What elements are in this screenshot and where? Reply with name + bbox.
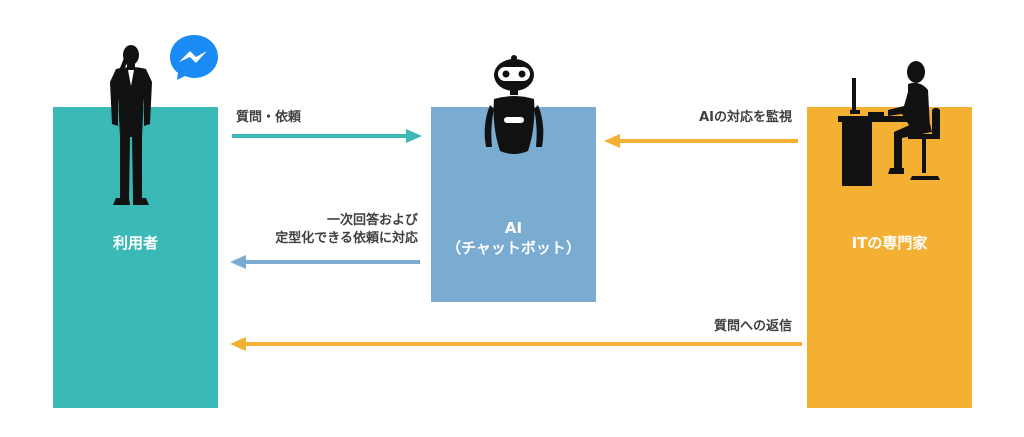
expert-reply-arrow [230,337,802,351]
monitor-arrow [604,134,798,148]
monitor-label: AIの対応を監視 [699,110,792,125]
ai-label-line1: AI [504,219,523,237]
expert-label: ITの専門家 [851,234,928,252]
businessman-on-phone-icon [110,45,152,205]
question-label: 質問・依頼 [236,110,302,125]
messenger-icon [170,35,218,80]
ai-label-line2: （チャットボット） [446,239,581,257]
user-label: 利用者 [112,234,158,252]
person-at-computer-desk-icon [838,61,940,186]
expert-box: ITの専門家 [807,107,972,408]
ai-reply-label-line1: 一次回答および [326,213,418,228]
expert-reply-label: 質問への返信 [713,319,792,334]
robot-icon [484,55,544,154]
ai-reply-arrow [230,255,420,269]
question-arrow [232,129,422,143]
ai-reply-label-line2: 定型化できる依頼に対応 [275,231,418,246]
